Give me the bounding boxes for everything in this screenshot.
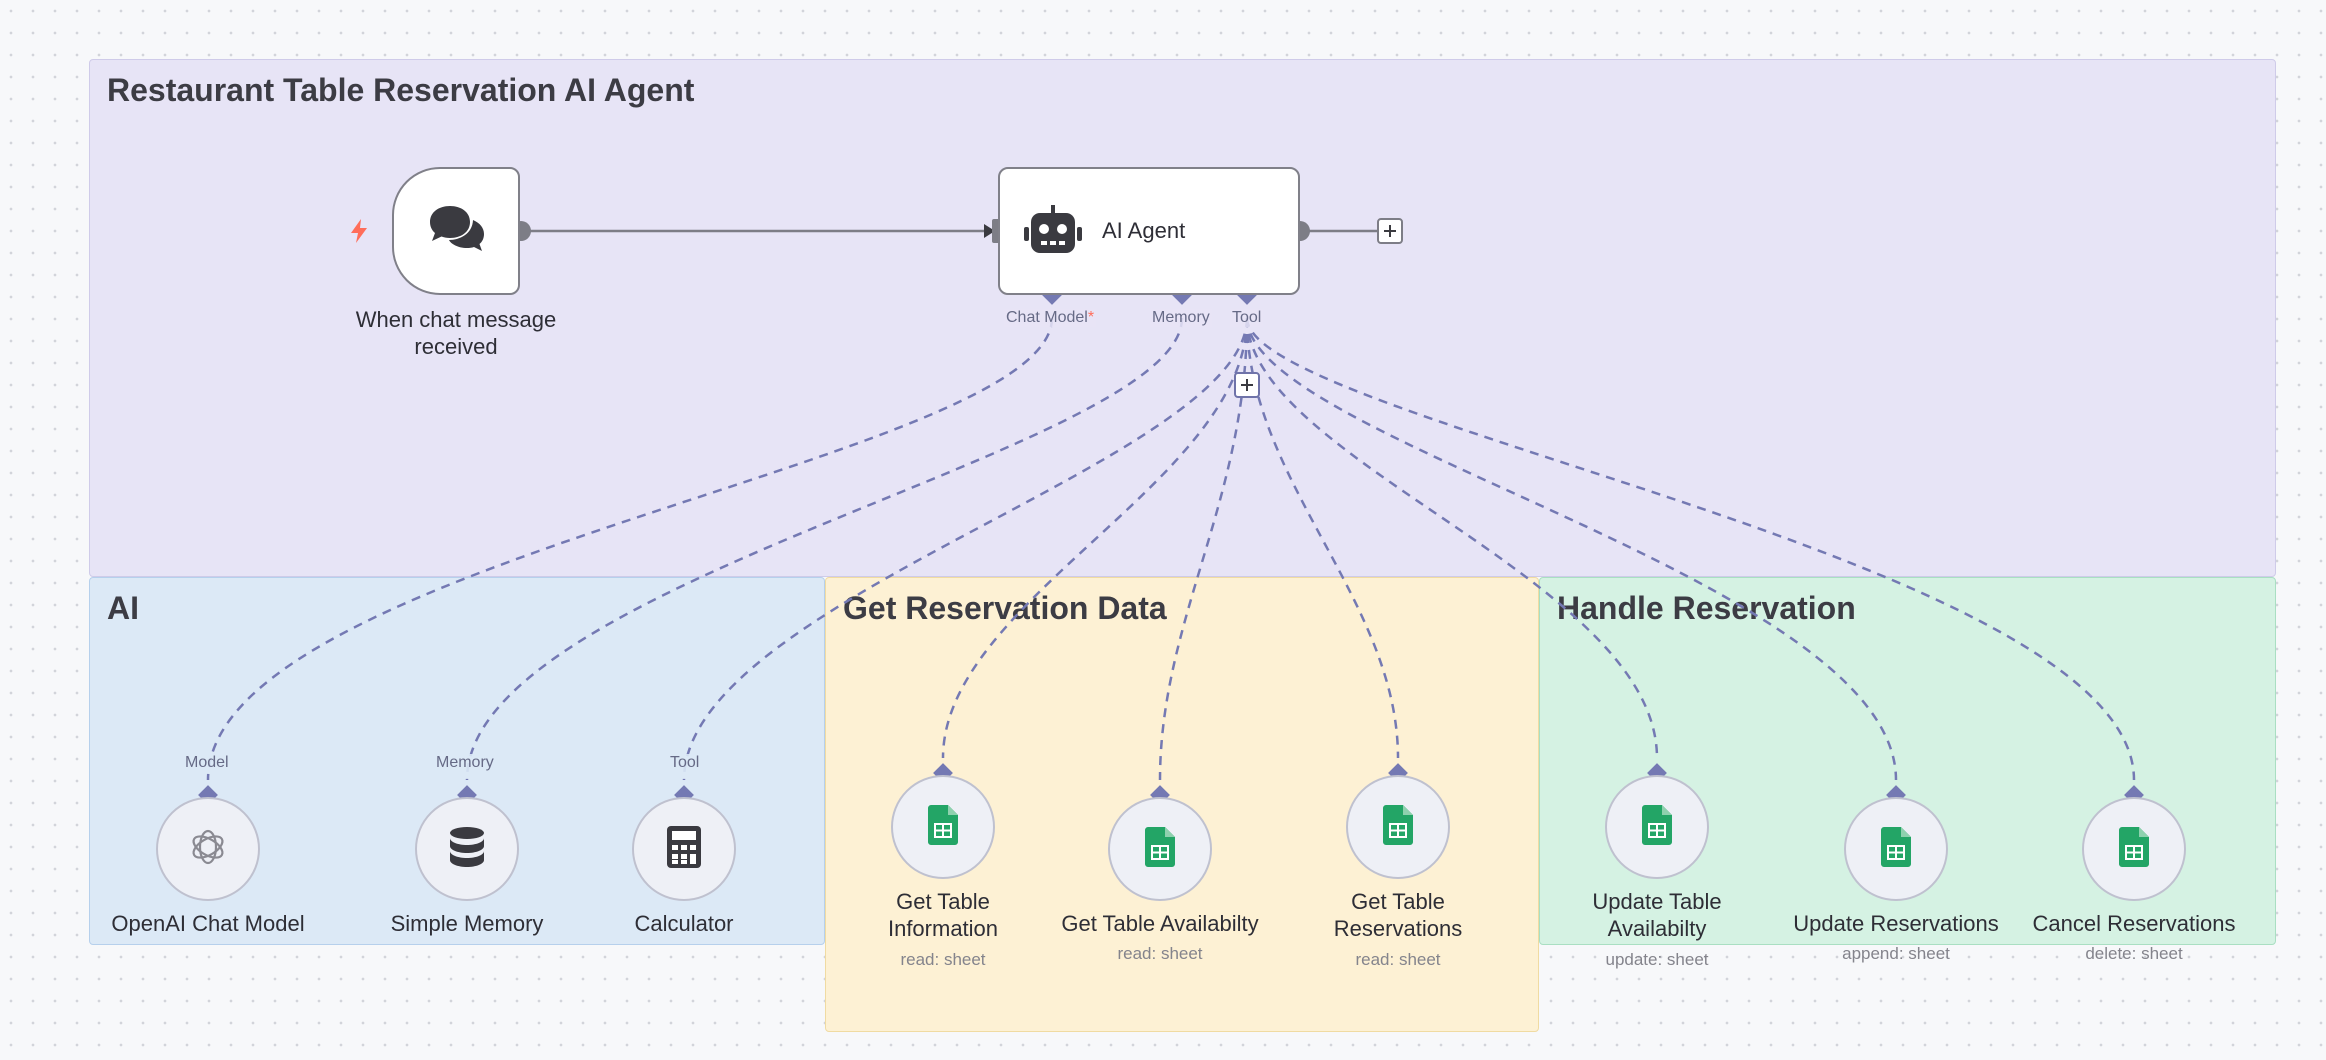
add-node-button[interactable] (1377, 218, 1403, 244)
sheet-node-5[interactable] (1844, 797, 1948, 901)
chat-trigger-label: When chat message received (355, 307, 557, 359)
required-star: * (1087, 309, 1095, 326)
sheet-node-1[interactable] (891, 775, 995, 879)
plus-icon (1241, 379, 1253, 391)
sheet-node-2[interactable] (1108, 797, 1212, 901)
robot-icon (1024, 205, 1082, 262)
calculator-icon (667, 825, 701, 873)
add-tool-button[interactable] (1234, 372, 1260, 398)
wire-tool-get-reservations (1245, 317, 1400, 759)
sheet-node-1-operation: read: sheet (900, 950, 986, 969)
sticky-data-title: Get Reservation Data (843, 590, 1167, 626)
calculator-port-label: Tool (668, 754, 702, 772)
port-chat-model-label: Chat Model* (1004, 309, 1097, 327)
wire-tool-update-availability (1245, 317, 1659, 759)
sheet-node-6[interactable] (2082, 797, 2186, 901)
wire-tool-calculator (682, 317, 1249, 781)
sheet-node-1-label: Get Table Information (887, 889, 999, 941)
openai-icon (186, 825, 230, 874)
calculator-label: Calculator (634, 911, 734, 936)
ai-agent-node[interactable]: AI Agent (998, 167, 1300, 295)
memory-port-label: Memory (434, 754, 496, 772)
wire-tool-get-info (941, 317, 1249, 759)
openai-port-label: Model (183, 754, 231, 772)
sheet-node-2-label: Get Table Availabilty (1061, 911, 1259, 936)
database-icon (449, 826, 485, 873)
port-memory-label: Memory (1150, 309, 1212, 327)
sticky-main-title: Restaurant Table Reservation AI Agent (107, 72, 695, 108)
openai-chat-model-node[interactable] (156, 797, 260, 901)
google-sheets-icon (1383, 804, 1413, 850)
calculator-node[interactable] (632, 797, 736, 901)
sheet-node-3-operation: read: sheet (1355, 950, 1441, 969)
wire-memory (465, 317, 1184, 781)
simple-memory-node[interactable] (415, 797, 519, 901)
chat-trigger-node[interactable] (392, 167, 520, 295)
sticky-handle-title: Handle Reservation (1557, 590, 1856, 626)
sheet-node-5-operation: append: sheet (1842, 944, 1950, 963)
ai-agent-title: AI Agent (1102, 218, 1186, 243)
sheet-node-4-operation: update: sheet (1605, 950, 1709, 969)
wire-chat-model (206, 317, 1054, 781)
plus-icon (1384, 225, 1396, 237)
port-tool-label: Tool (1230, 309, 1264, 327)
google-sheets-icon (1145, 826, 1175, 872)
openai-chat-model-label: OpenAI Chat Model (111, 911, 305, 936)
main-connection-arrow (984, 224, 995, 238)
sheet-node-3-label: Get Table Reservations (1333, 889, 1463, 941)
google-sheets-icon (1642, 804, 1672, 850)
simple-memory-label: Simple Memory (390, 911, 544, 936)
sheet-node-2-operation: read: sheet (1117, 944, 1203, 963)
sheet-node-5-label: Update Reservations (1793, 911, 1999, 936)
google-sheets-icon (928, 804, 958, 850)
sticky-ai-title: AI (107, 590, 139, 626)
google-sheets-icon (1881, 826, 1911, 872)
google-sheets-icon (2119, 826, 2149, 872)
sheet-node-6-label: Cancel Reservations (2032, 911, 2236, 936)
wire-tool-cancel-reservations (1245, 317, 2136, 781)
sheet-node-4-label: Update Table Availabilty (1592, 889, 1722, 941)
sheet-node-3[interactable] (1346, 775, 1450, 879)
trigger-bolt-icon (348, 218, 370, 249)
sheet-node-6-operation: delete: sheet (2085, 944, 2183, 963)
sheet-node-4[interactable] (1605, 775, 1709, 879)
wire-tool-update-reservations (1245, 317, 1898, 781)
chat-bubbles-icon (426, 204, 486, 259)
